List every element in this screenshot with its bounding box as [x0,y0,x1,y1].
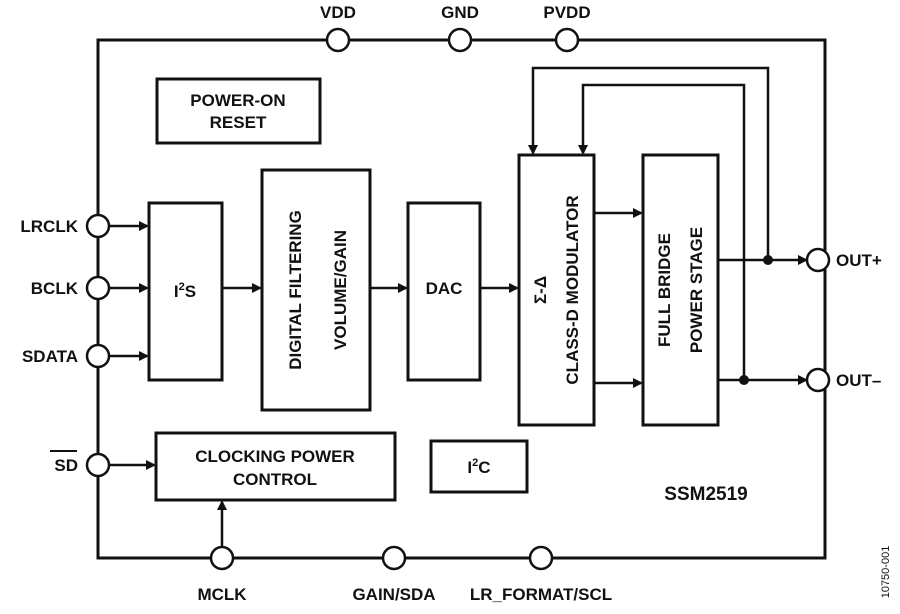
pin-bclk: BCLK [31,275,111,301]
pin-out-minus: OUT– [805,367,881,393]
pin-lrclk-label: LRCLK [20,217,78,236]
dac-label: DAC [426,279,463,298]
dac-block: DAC [406,201,482,382]
pin-mclk: MCLK [197,545,247,604]
full-bridge-line1: FULL BRIDGE [655,233,674,347]
pin-out-plus: OUT+ [805,247,882,273]
digital-filtering-line2: VOLUME/GAIN [331,230,350,350]
full-bridge-line2: POWER STAGE [687,227,706,353]
full-bridge-block: FULL BRIDGE POWER STAGE [641,153,720,427]
power-on-reset-line1: POWER-ON [190,91,285,110]
pin-gnd: GND [441,3,479,53]
pin-lr-format-scl-label: LR_FORMAT/SCL [470,585,612,604]
pin-pvdd: PVDD [543,3,591,53]
pin-lr-format-scl: LR_FORMAT/SCL [470,545,612,604]
pin-sdata: SDATA [22,343,111,369]
pin-out-minus-label: OUT– [836,371,881,390]
pin-bclk-label: BCLK [31,279,79,298]
pin-lrclk: LRCLK [20,213,111,239]
feedback-out-minus [578,83,746,380]
power-on-reset-block: POWER-ON RESET [155,77,322,145]
feedback-out-plus [528,66,770,260]
i2s-block: I2S [147,201,224,382]
digital-filtering-block: DIGITAL FILTERING VOLUME/GAIN [260,168,372,412]
digital-filtering-line1: DIGITAL FILTERING [286,210,305,370]
pin-pvdd-label: PVDD [543,3,590,22]
pin-mclk-label: MCLK [197,585,247,604]
clocking-line2: CONTROL [233,470,317,489]
pin-sd: SD [50,450,111,478]
pin-vdd: VDD [320,3,356,53]
pin-gnd-label: GND [441,3,479,22]
pin-gain-sda-label: GAIN/SDA [352,585,435,604]
modulator-line1: Σ-Δ [531,276,550,304]
power-on-reset-line2: RESET [210,113,267,132]
i2s-label: I2S [174,281,196,301]
i2c-label: I2C [467,457,490,477]
clocking-power-control-block: CLOCKING POWER CONTROL [154,431,397,502]
i2c-block: I2C [429,439,529,494]
pin-vdd-label: VDD [320,3,356,22]
chip-name: SSM2519 [664,484,747,505]
pin-out-plus-label: OUT+ [836,251,882,270]
pin-sdata-label: SDATA [22,347,78,366]
pin-sd-label: SD [54,456,78,475]
clocking-line1: CLOCKING POWER [195,447,355,466]
figure-id: 10750-001 [880,546,892,599]
modulator-block: Σ-Δ CLASS-D MODULATOR [517,153,596,427]
modulator-line2: CLASS-D MODULATOR [563,195,582,384]
pin-gain-sda: GAIN/SDA [352,545,436,604]
